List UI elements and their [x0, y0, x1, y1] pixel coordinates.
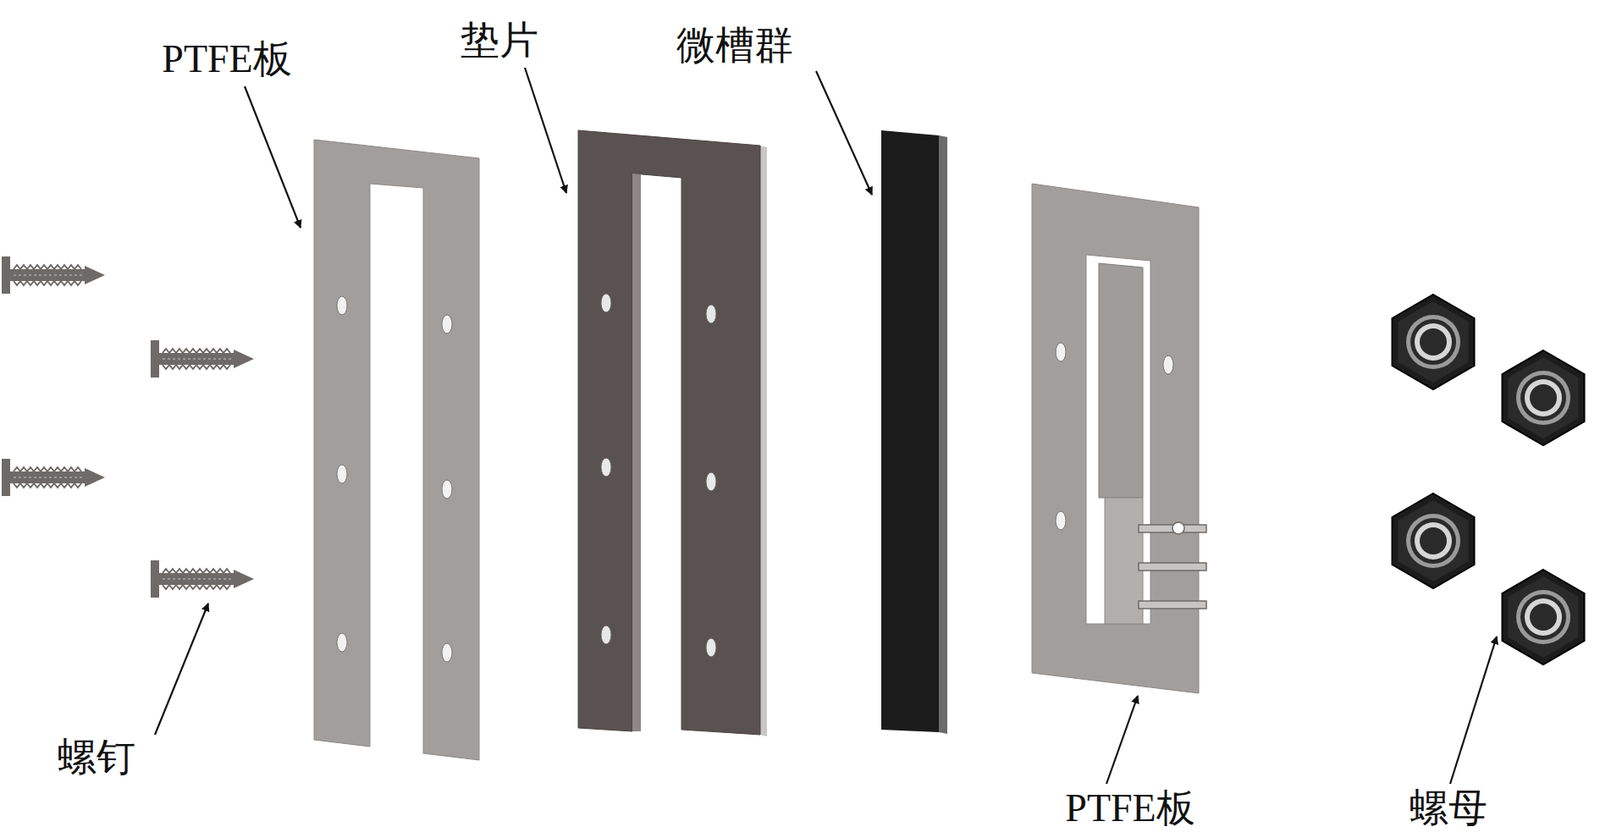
part-label: 垫片 [460, 19, 539, 63]
part-label: 螺钉 [57, 736, 136, 780]
part-label: PTFE板 [1064, 787, 1195, 831]
part-label: 微槽群 [676, 24, 794, 68]
part-label: PTFE板 [161, 38, 292, 82]
ptfe-plate [1031, 183, 1207, 694]
leader-line [154, 67, 1497, 784]
nut [1392, 294, 1585, 665]
ptfe-plate [314, 139, 480, 761]
part-label: 螺母 [1409, 787, 1488, 831]
micro-groove-array [881, 130, 948, 734]
gasket [578, 130, 767, 737]
screw [1, 256, 254, 598]
